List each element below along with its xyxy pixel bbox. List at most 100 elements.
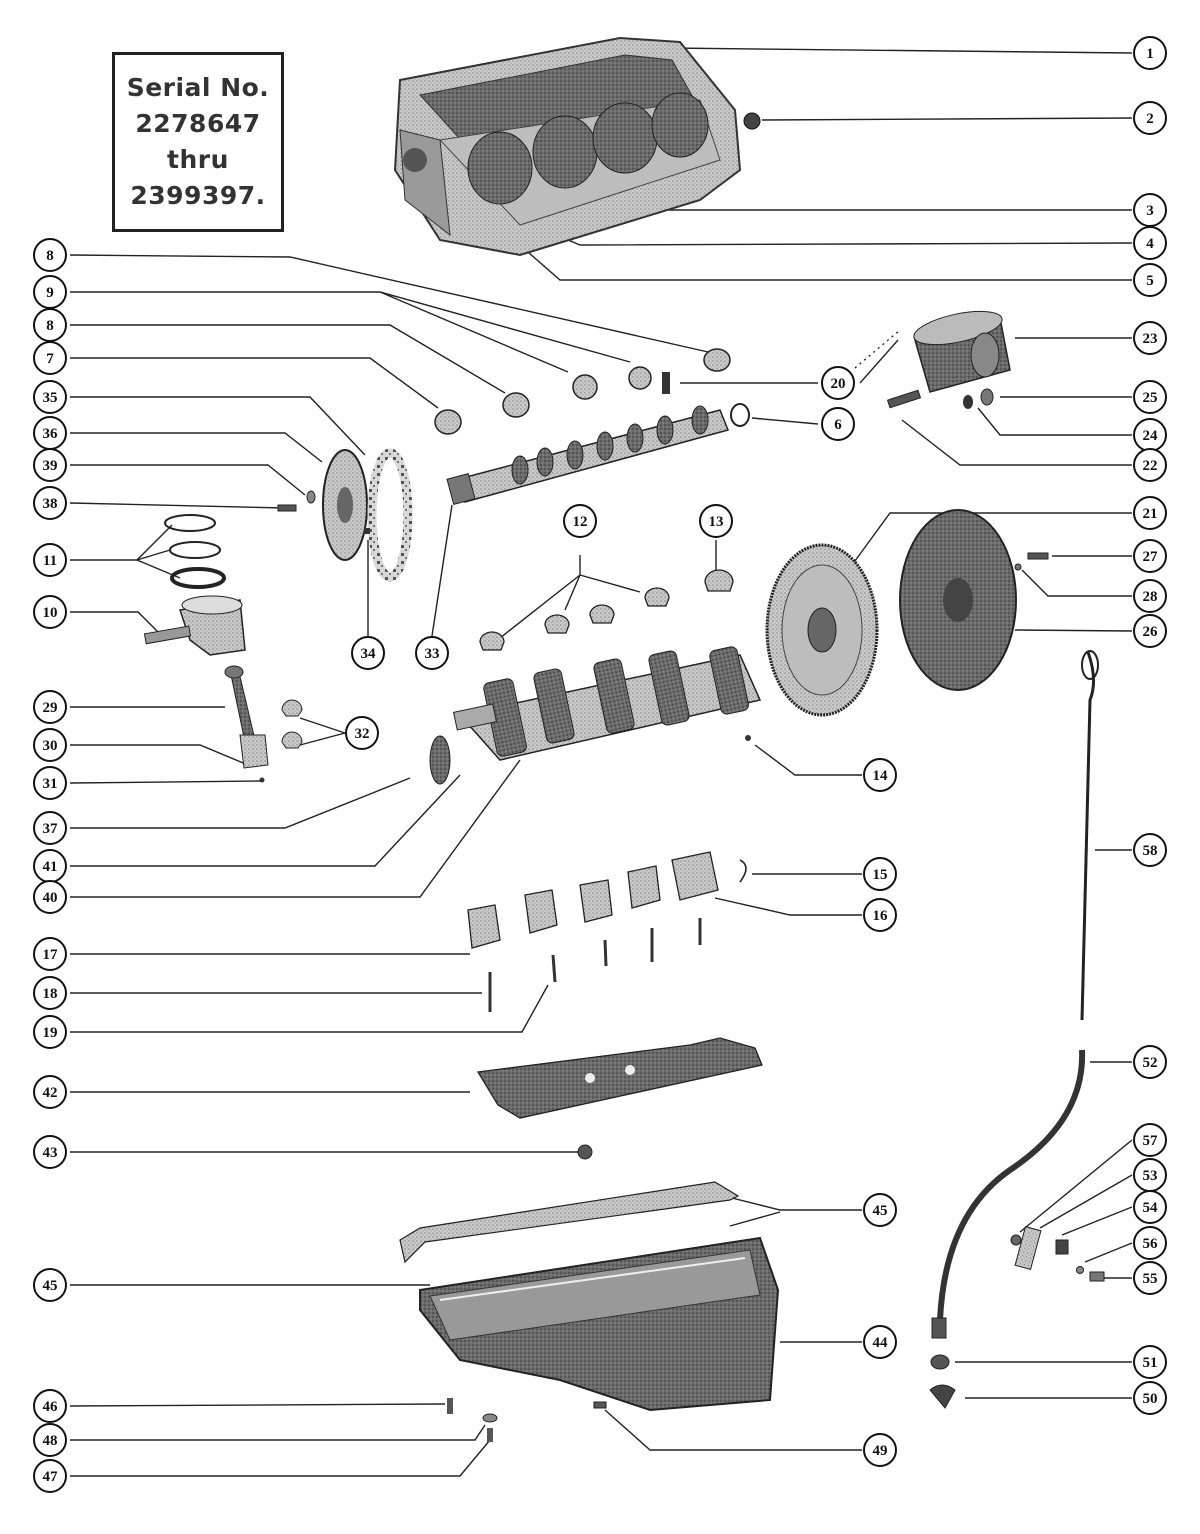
callout-circle <box>33 1015 67 1049</box>
callout-circle <box>1133 579 1167 613</box>
leader-14 <box>754 744 862 776</box>
callout-circle <box>1133 226 1167 260</box>
callout-number: 30 <box>43 738 58 754</box>
leader-46 <box>69 1403 446 1407</box>
serial-thru: thru <box>167 145 229 174</box>
callout-number: 11 <box>43 553 57 569</box>
leader-24 <box>977 407 1132 436</box>
callout-circle <box>863 898 897 932</box>
callout-number: 8 <box>46 248 54 264</box>
leader-dots-23 <box>854 329 901 369</box>
leader-lines <box>69 47 1133 1477</box>
callout-47: 47 <box>33 1459 67 1493</box>
callout-circle <box>33 690 67 724</box>
leader-26 <box>1014 629 1133 632</box>
callout-number: 48 <box>43 1433 58 1449</box>
callout-11: 11 <box>33 543 67 577</box>
callout-circle <box>33 341 67 375</box>
callout-circle <box>33 380 67 414</box>
callout-circle <box>1133 321 1167 355</box>
callout-circle <box>33 543 67 577</box>
leader-1 <box>667 47 1133 54</box>
callout-53: 53 <box>1133 1158 1167 1192</box>
leader-4 <box>539 227 1133 246</box>
leader-35 <box>70 396 366 456</box>
callout-number: 33 <box>425 646 440 662</box>
callout-number: 54 <box>1143 1200 1159 1216</box>
callout-number: 51 <box>1143 1355 1158 1371</box>
leader-6 <box>751 417 819 425</box>
leader-12c <box>579 574 641 593</box>
callout-number: 6 <box>834 417 842 433</box>
leader-39 <box>70 464 306 496</box>
callout-15: 15 <box>863 857 897 891</box>
callout-17: 17 <box>33 937 67 971</box>
callout-number: 34 <box>361 646 377 662</box>
callout-8: 8 <box>33 238 67 272</box>
serial-end: 2399397. <box>130 181 266 210</box>
callout-9: 9 <box>33 275 67 309</box>
main-caps <box>467 851 719 949</box>
tube-fittings <box>929 1354 956 1409</box>
callout-number: 24 <box>1143 428 1159 444</box>
callout-31: 31 <box>33 766 67 800</box>
callout-number: 5 <box>1146 273 1154 289</box>
callout-circle <box>863 1433 897 1467</box>
callout-circle <box>1133 1226 1167 1260</box>
leader-2 <box>761 117 1133 121</box>
leader-40 <box>70 759 521 898</box>
callout-number: 39 <box>43 458 58 474</box>
part-14-pin <box>745 735 751 741</box>
callout-number: 22 <box>1143 458 1158 474</box>
callout-circle <box>33 595 67 629</box>
callout-circle <box>1133 1345 1167 1379</box>
leader-20b <box>859 339 899 384</box>
part-20-key <box>662 372 670 394</box>
callout-54: 54 <box>1133 1190 1167 1224</box>
leader-37 <box>70 777 411 829</box>
callout-number: 40 <box>43 890 58 906</box>
callout-circle <box>1133 1381 1167 1415</box>
callout-number: 49 <box>873 1443 888 1459</box>
connecting-rod <box>224 665 269 783</box>
callout-circle <box>699 504 733 538</box>
callout-circle <box>863 1193 897 1227</box>
callout-number: 46 <box>43 1399 59 1415</box>
callout-circle <box>33 976 67 1010</box>
leader-19 <box>70 984 549 1033</box>
leader-49 <box>604 1409 862 1451</box>
callout-circle <box>1133 1190 1167 1224</box>
callout-number: 18 <box>43 986 58 1002</box>
leader-7 <box>70 357 439 409</box>
windage-tray <box>476 1037 763 1119</box>
callout-number: 9 <box>46 285 54 301</box>
callout-46: 46 <box>33 1389 67 1423</box>
serial-start: 2278647 <box>135 109 261 138</box>
leader-36 <box>70 432 323 463</box>
cam-bearings <box>434 348 731 435</box>
callout-42: 42 <box>33 1075 67 1109</box>
piston-pin-clips <box>963 388 994 409</box>
callout-number: 1 <box>1146 46 1154 62</box>
callout-circle <box>821 407 855 441</box>
callout-18: 18 <box>33 976 67 1010</box>
callout-39: 39 <box>33 448 67 482</box>
callout-number: 44 <box>873 1335 889 1351</box>
callout-29: 29 <box>33 690 67 724</box>
callout-number: 29 <box>43 700 58 716</box>
callout-circle <box>1133 539 1167 573</box>
leader-30 <box>70 744 249 766</box>
leader-38 <box>69 502 286 509</box>
leader-56 <box>1084 1242 1133 1263</box>
callout-7: 7 <box>33 341 67 375</box>
callout-circle <box>33 1268 67 1302</box>
dipstick-tube <box>937 1049 1086 1321</box>
rod-bearings <box>281 699 303 749</box>
leader-45Ra <box>729 1211 781 1227</box>
callout-26: 26 <box>1133 614 1167 648</box>
callout-45: 45 <box>863 1193 897 1227</box>
callout-number: 52 <box>1143 1055 1158 1071</box>
callout-circle <box>563 504 597 538</box>
callout-circle <box>1133 101 1167 135</box>
